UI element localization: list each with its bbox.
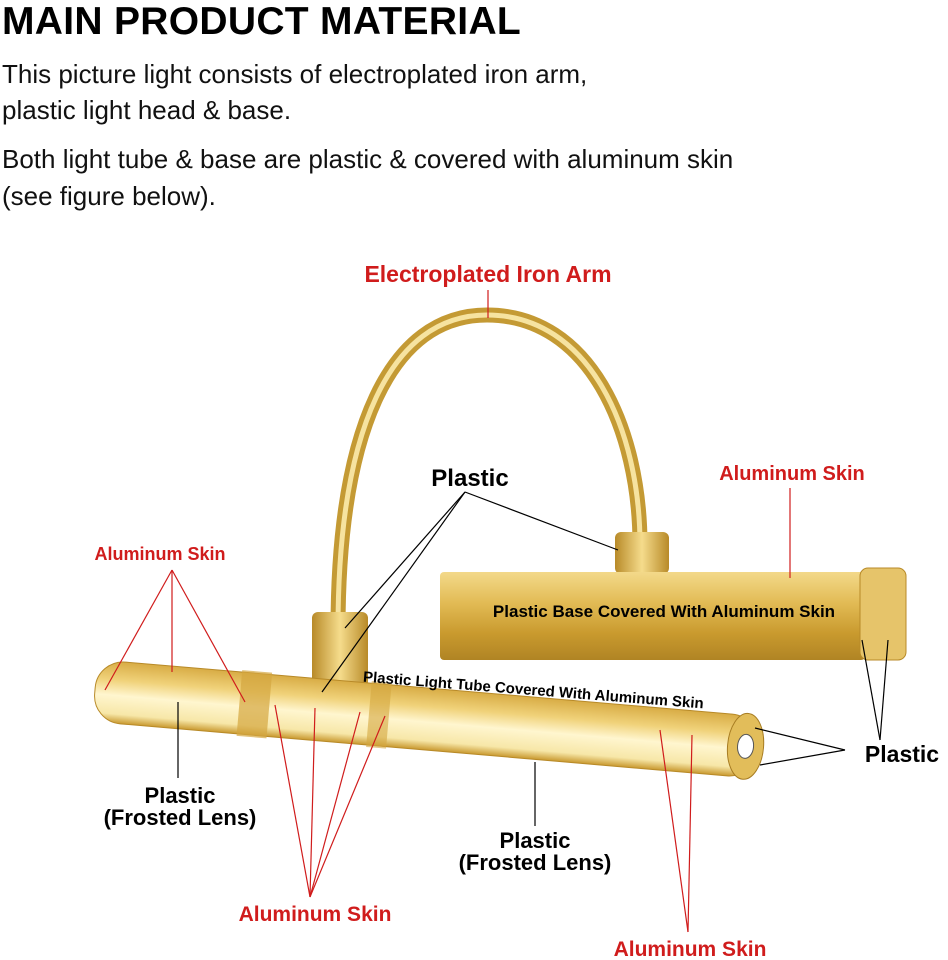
description-line: (see figure below). — [2, 181, 216, 211]
bottom-right-skin-label: Aluminum Skin — [614, 938, 767, 960]
page-title: MAIN PRODUCT MATERIAL — [2, 0, 522, 43]
bottom-skin-label: Aluminum Skin — [239, 903, 392, 926]
plastic-base — [440, 532, 907, 661]
black-leader-lines — [177, 491, 889, 826]
collar-plastic-label: Plastic — [431, 465, 508, 492]
end-cap-plastic-label: Plastic — [865, 741, 939, 767]
arm-label: Electroplated Iron Arm — [364, 261, 611, 287]
description-line: This picture light consists of electropl… — [2, 59, 588, 89]
description-line: Both light tube & base are plastic & cov… — [2, 144, 734, 174]
description-line: plastic light head & base. — [2, 95, 292, 125]
left-skin-label: Aluminum Skin — [94, 544, 225, 564]
left-lens-label: Plastic — [145, 783, 216, 808]
mid-lens-sublabel: (Frosted Lens) — [459, 850, 612, 875]
mid-lens-label: Plastic — [500, 828, 571, 853]
light-tube — [94, 661, 765, 780]
left-lens-sublabel: (Frosted Lens) — [104, 805, 257, 830]
base-text: Plastic Base Covered With Aluminum Skin — [493, 602, 835, 621]
tube-collar — [312, 612, 368, 688]
base-skin-label: Aluminum Skin — [719, 463, 865, 485]
red-leader-lines — [104, 290, 791, 933]
